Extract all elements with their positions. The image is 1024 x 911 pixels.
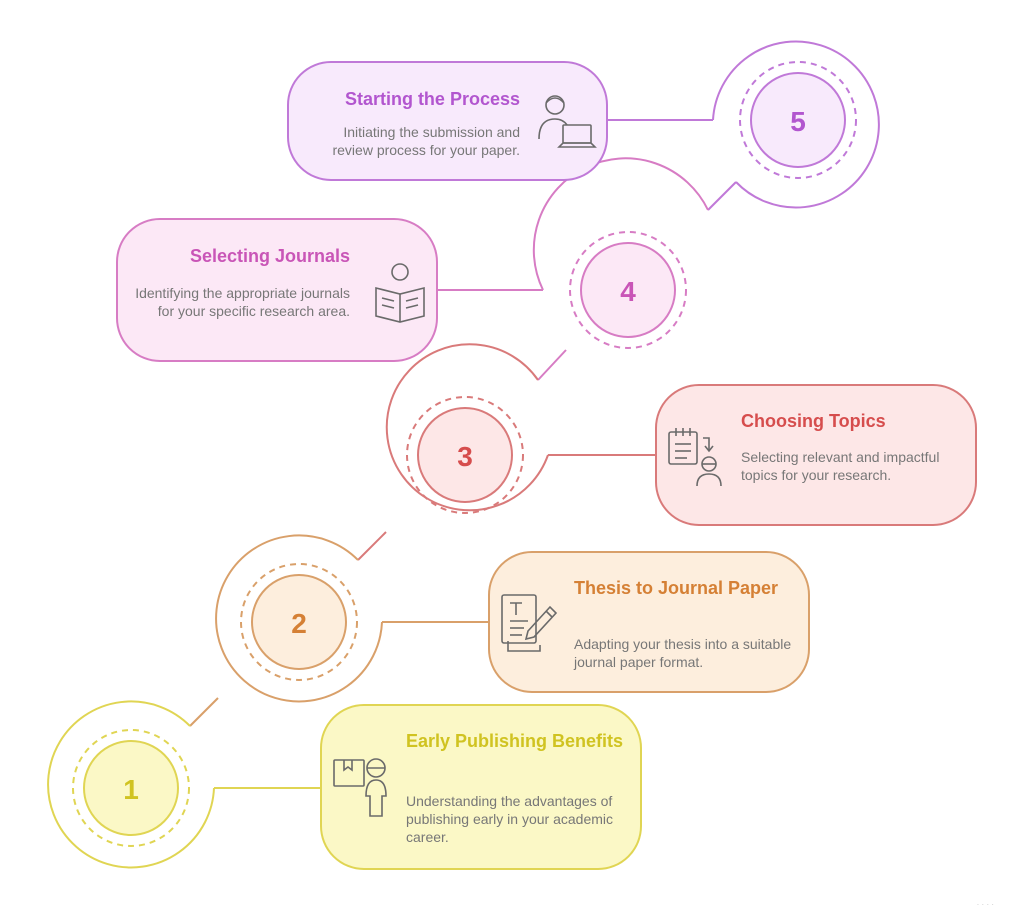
step-2-marker: 2 — [215, 534, 383, 703]
connector-1-2 — [189, 697, 219, 727]
step-3-badge — [417, 407, 513, 503]
step-3-description: Selecting relevant and impactful topics … — [741, 449, 940, 483]
step-5-number: 5 — [790, 106, 806, 137]
step-1-outer-arc — [47, 700, 215, 869]
step-2-title: Thesis to Journal Paper — [574, 578, 779, 598]
step-4-description: Identifying the appropriate journals for… — [135, 285, 350, 319]
step-5-title: Starting the Process — [344, 89, 520, 109]
step-3-outer-arc — [385, 343, 549, 512]
connector-3-4 — [537, 349, 567, 381]
step-4-dashed-ring — [569, 231, 687, 349]
step-4-marker: 4 — [532, 157, 709, 349]
step-4-title: Selecting Journals — [189, 246, 350, 266]
step-5-marker: 5 — [712, 40, 880, 209]
step-5-dashed-ring — [739, 61, 857, 179]
step-1-description: Understanding the advantages of publishi… — [406, 793, 613, 845]
step-5-card: Starting the Process Initiating the subm… — [287, 61, 608, 181]
step-1-dashed-ring — [72, 729, 190, 847]
step-2-number: 2 — [291, 608, 307, 639]
step-1-marker: 1 — [47, 700, 215, 869]
connector-4-5 — [707, 181, 737, 211]
step-1-title: Early Publishing Benefits — [406, 731, 624, 751]
step-1-card: Early Publishing Benefits Understanding … — [320, 704, 642, 870]
step-2-dashed-ring — [240, 563, 358, 681]
step-3-number: 3 — [457, 441, 473, 472]
step-4-card: Selecting Journals Identifying the appro… — [116, 218, 438, 362]
person-reading-icon — [375, 263, 425, 323]
step-2-outer-arc — [215, 534, 383, 703]
clipboard-person-icon — [668, 428, 722, 487]
step-5-description: Initiating the submission and review pro… — [332, 124, 520, 158]
step-2-description: Adapting your thesis into a suitable jou… — [574, 636, 792, 670]
step-3-dashed-ring — [406, 396, 524, 514]
document-edit-icon — [501, 594, 558, 652]
person-laptop-icon — [538, 95, 597, 148]
step-3-title: Choosing Topics — [741, 411, 886, 431]
step-1-number: 1 — [123, 774, 139, 805]
step-4-number: 4 — [620, 276, 636, 307]
watermark: · · · · — [976, 900, 994, 909]
step-3-card: Choosing Topics Selecting relevant and i… — [655, 384, 977, 526]
step-3-marker: 3 — [385, 343, 549, 514]
step-4-badge — [580, 242, 676, 338]
step-1-badge — [83, 740, 179, 836]
step-5-badge — [750, 72, 846, 168]
step-5-outer-arc — [712, 40, 880, 209]
step-2-card: Thesis to Journal Paper Adapting your th… — [488, 551, 810, 693]
step-2-badge — [251, 574, 347, 670]
person-document-icon — [333, 758, 387, 817]
connector-2-3 — [357, 531, 387, 561]
